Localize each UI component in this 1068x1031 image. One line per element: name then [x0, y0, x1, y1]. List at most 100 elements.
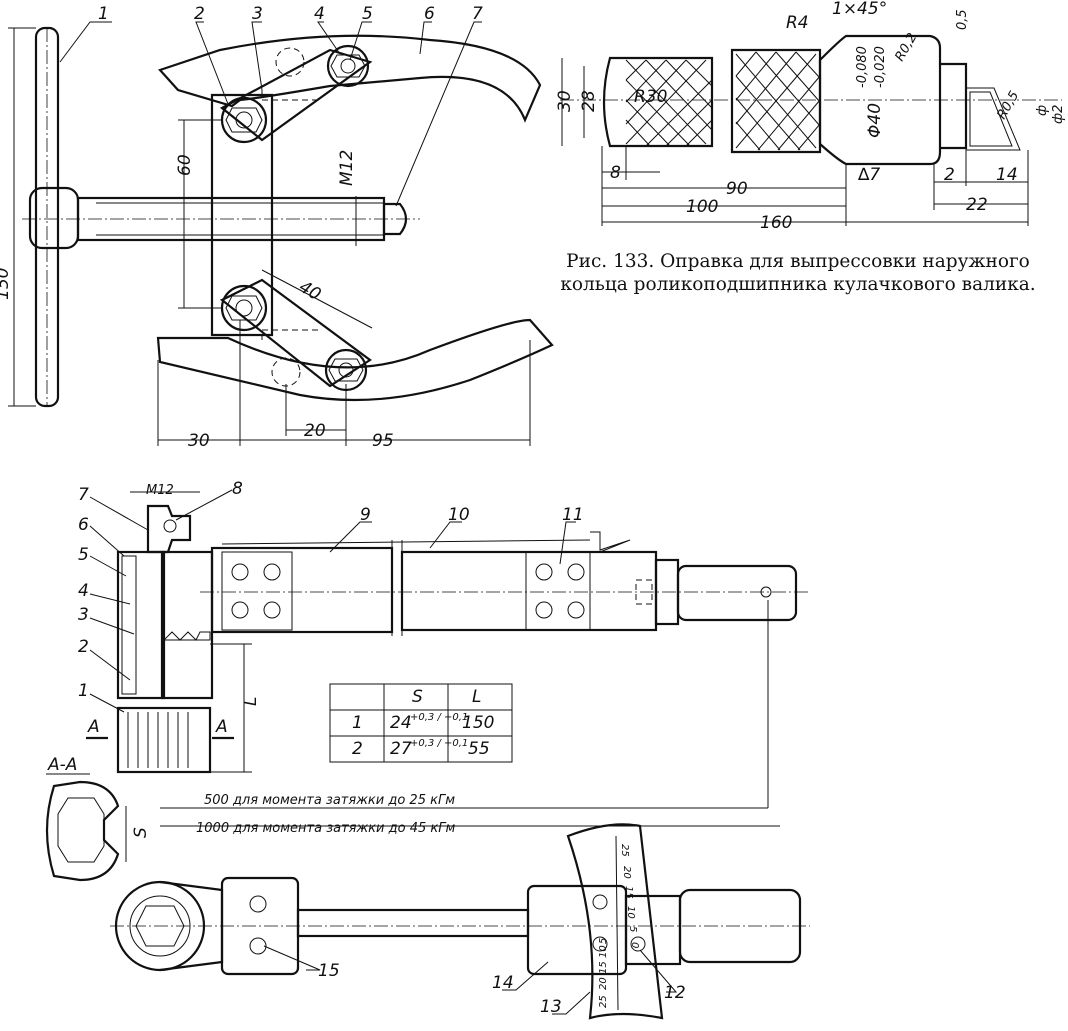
- dim-l: L: [241, 697, 261, 706]
- mandrel-collar: [818, 34, 942, 166]
- wrench-callout-14: 14: [492, 973, 514, 993]
- screw-tip: [382, 202, 408, 236]
- scale-ticks: [615, 835, 619, 1011]
- screw-head: [28, 186, 80, 250]
- table-row1-tol: +0,3 / +0,1: [410, 712, 468, 723]
- scale-plate: [566, 823, 664, 1020]
- wrench-callout-6: 6: [78, 515, 89, 535]
- section-mark-left: А: [87, 717, 100, 737]
- dim-160: 160: [760, 213, 792, 233]
- surface-finish: ∆7: [857, 165, 880, 185]
- adjust-screw: [146, 504, 192, 554]
- dim-90: 90: [726, 179, 748, 199]
- wrench-callout-4: 4: [78, 581, 89, 601]
- callout-leaders: [59, 21, 482, 207]
- dim-2: 2: [944, 165, 955, 185]
- scale-bot-25: 25: [598, 995, 609, 1008]
- bearing-ring-section: [965, 87, 1021, 151]
- knurled-handle-left: [602, 56, 714, 148]
- knurled-handle-right: [730, 48, 822, 154]
- wrench-callout-5: 5: [78, 545, 89, 565]
- figure-caption: Рис. 133. Оправка для выпрессовки наружн…: [560, 251, 1036, 295]
- diameter-40: Φ40: [865, 103, 885, 138]
- callout-5: 5: [362, 4, 373, 24]
- mandrel-tip: [940, 62, 968, 150]
- tol-lower: -0,020: [873, 46, 888, 88]
- table-row2-tol: +0,3 / +0,1: [410, 738, 468, 749]
- section-mark-right: А: [215, 717, 228, 737]
- mandrel-drawing: 30 28 R30 R4 1×45° 0,5 R0,2 R0,5 Φ40 -0,…: [555, 0, 1066, 233]
- dim-22: 22: [966, 195, 988, 215]
- callout-3: 3: [252, 4, 263, 24]
- section-aa: [45, 780, 120, 882]
- wrench-callout-9: 9: [360, 505, 371, 525]
- lever-arm: [400, 550, 658, 632]
- dim-s: S: [131, 827, 151, 838]
- wrench-callout-3: 3: [78, 605, 89, 625]
- chamfer: 1×45°: [832, 0, 887, 19]
- phi-a: ф: [1035, 105, 1050, 116]
- phi-b: ф2: [1051, 105, 1066, 124]
- scale-bot-20: 20: [598, 977, 609, 990]
- dim-150: 150: [0, 268, 13, 300]
- upper-jaw: [158, 34, 542, 123]
- lever-body: [210, 546, 394, 634]
- table-row2-l: 55: [468, 739, 490, 759]
- thread-m12: M12: [337, 150, 357, 186]
- table-row1-l: 150: [462, 713, 494, 733]
- length-short: 500 для момента затяжки до 25 кГм: [204, 793, 455, 808]
- tol-upper: -0,080: [855, 46, 870, 88]
- fillet-bottom: R0,5: [994, 89, 1022, 122]
- dim-20: 20: [304, 421, 326, 441]
- dim-95: 95: [372, 431, 394, 451]
- length-long: 1000 для момента затяжки до 45 кГм: [196, 821, 455, 836]
- callout-2: 2: [194, 4, 205, 24]
- dim-8: 8: [610, 163, 621, 183]
- rivet-icon: [231, 563, 585, 619]
- scale-top-0: 0: [629, 942, 640, 948]
- scale-bot-15: 15: [598, 961, 609, 974]
- section-title: А-А: [47, 755, 77, 775]
- radius-r4: R4: [786, 13, 809, 33]
- scale-top-10: 10: [625, 906, 636, 919]
- wrench-thread: M12: [146, 483, 174, 498]
- callout-4: 4: [314, 4, 325, 24]
- wrench-drawing: 7 6 5 4 3 2 1 8 M12 9 10 11 А А L А-А S: [45, 479, 810, 1020]
- scale-top-15: 15: [623, 886, 634, 899]
- dim-30-mandrel: 30: [555, 90, 575, 112]
- wrench-callout-12: 12: [664, 983, 686, 1003]
- wrench-callout-2: 2: [78, 637, 89, 657]
- wrench-callout-8: 8: [232, 479, 243, 499]
- table-row2-s: 27: [390, 739, 412, 759]
- upper-link: [220, 48, 373, 142]
- wrench-callout-13: 13: [540, 997, 562, 1017]
- table-row1-s: 24: [390, 713, 412, 733]
- callout-6: 6: [424, 4, 435, 24]
- bolt-icon: [220, 284, 268, 332]
- scale-bot-10: 10: [598, 945, 609, 958]
- dim-14: 14: [996, 165, 1018, 185]
- wrench-callout-15: 15: [318, 961, 340, 981]
- callout-1: 1: [98, 4, 109, 24]
- table-header-s: S: [412, 687, 423, 707]
- dim-30: 30: [188, 431, 210, 451]
- wrench-callout-10: 10: [448, 505, 470, 525]
- dim-28: 28: [579, 90, 599, 112]
- scale-top-20: 20: [621, 866, 632, 879]
- wrench-handle: [676, 564, 798, 622]
- wrench-callout-11: 11: [562, 505, 584, 525]
- scale-top-25: 25: [619, 844, 630, 857]
- radius-r30: R30: [634, 87, 667, 107]
- bolt-icon: [326, 44, 370, 88]
- gap-05: 0,5: [955, 9, 970, 30]
- table-header-l: L: [472, 687, 481, 707]
- socket: [116, 706, 212, 774]
- wrench-head-section: [116, 550, 166, 700]
- table-row2-no: 2: [352, 739, 363, 759]
- lower-jaw: [156, 318, 554, 402]
- wrench-callout-7: 7: [78, 485, 89, 505]
- scale-bot-5: 5: [598, 938, 609, 944]
- dimension-table: S L 1 24 +0,3 / +0,1 150 2 27 +0,3 / +0,…: [329, 683, 513, 763]
- dim-100: 100: [686, 197, 718, 217]
- dim-60: 60: [175, 154, 195, 176]
